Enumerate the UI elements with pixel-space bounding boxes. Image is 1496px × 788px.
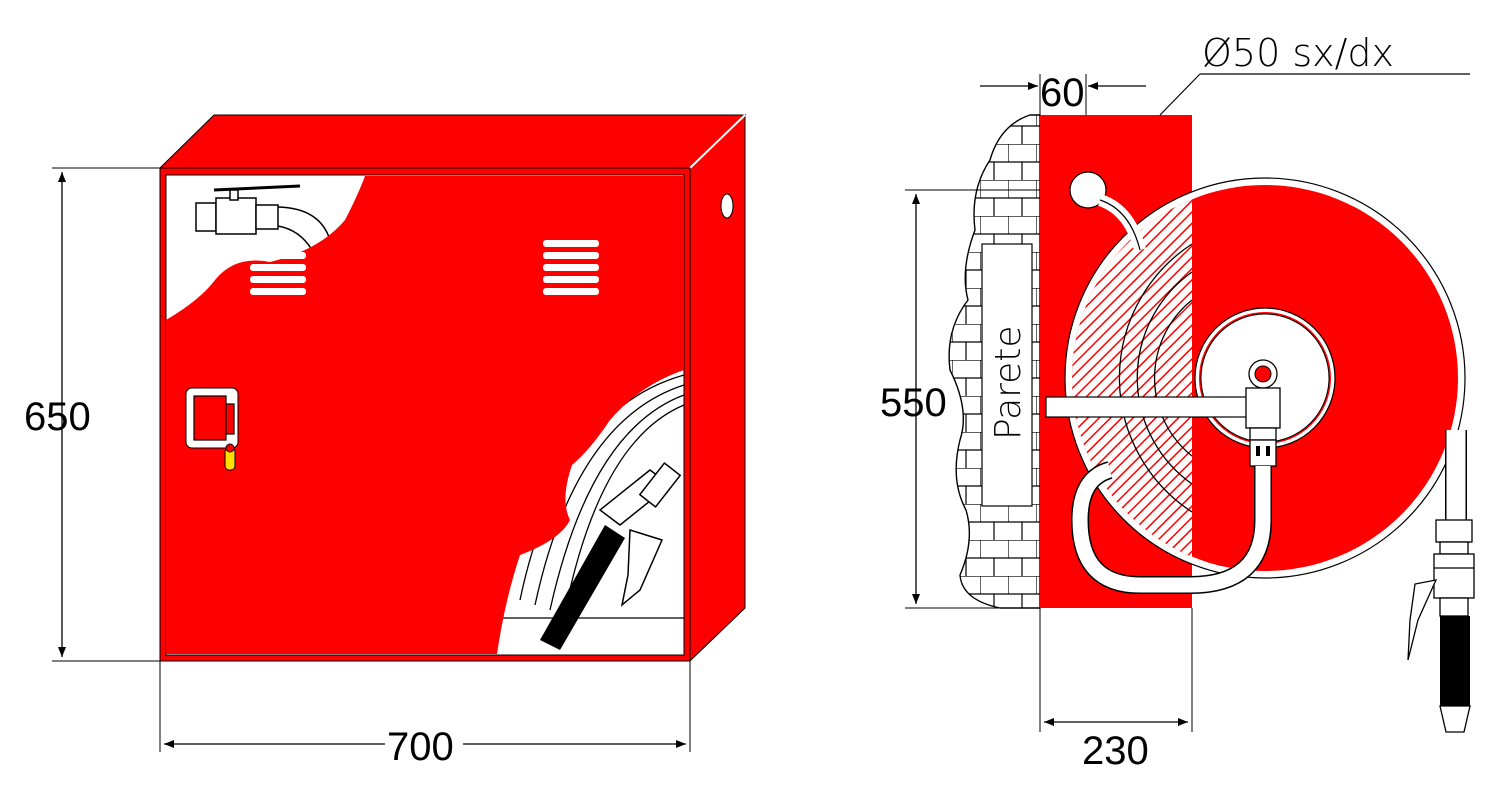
hose-coil-arcs <box>1118 243 1193 513</box>
pipe-hole-icon <box>1069 171 1107 209</box>
door-dimension-60: 60 <box>980 71 1146 115</box>
nozzle-icon <box>540 462 682 650</box>
depth-label-230: 230 <box>1082 729 1149 773</box>
height-label-550: 550 <box>880 381 947 425</box>
wall-label-box <box>981 243 1033 507</box>
reel-axle <box>1045 396 1257 418</box>
depth-dimension-230: 230 <box>1039 608 1193 773</box>
cabinet-side-face <box>689 113 746 663</box>
width-label-700: 700 <box>387 725 454 769</box>
height-dimension-550: 550 <box>880 189 1040 609</box>
vent-left <box>250 252 306 295</box>
nozzle-side-icon <box>1407 519 1475 733</box>
side-lock-hole-icon <box>720 193 734 219</box>
vent-right <box>543 240 599 295</box>
hose-callout: Ø50 sx/dx <box>1159 31 1470 116</box>
width-dimension-700: 700 <box>159 661 691 769</box>
valve-icon <box>195 184 331 251</box>
hose-diameter-label: Ø50 sx/dx <box>1202 31 1394 75</box>
door-handle-icon <box>185 387 239 471</box>
front-view: 650 700 <box>24 113 747 769</box>
side-view: Parete <box>880 31 1475 773</box>
swivel-joint-icon <box>1245 359 1281 467</box>
cabinet-door-cutaway <box>166 176 684 654</box>
wall-label: Parete <box>988 325 1029 440</box>
door-label-60: 60 <box>1040 71 1085 115</box>
height-label-650: 650 <box>24 395 91 439</box>
cabinet-top-face <box>158 114 747 169</box>
height-dimension-650: 650 <box>24 167 160 662</box>
